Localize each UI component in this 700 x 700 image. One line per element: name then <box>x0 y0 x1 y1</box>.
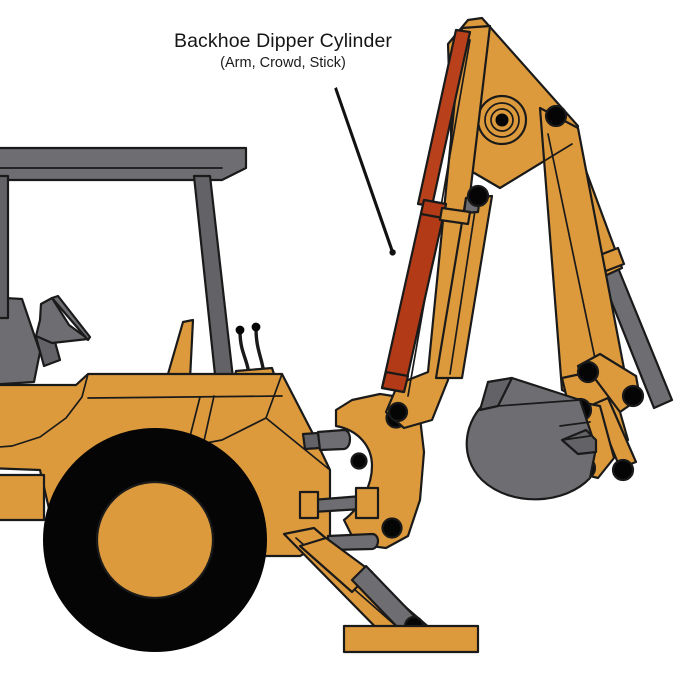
pivot-pin <box>611 458 635 482</box>
pivot-pin <box>387 401 409 423</box>
swing-frame <box>298 392 426 552</box>
rear-tire <box>43 428 267 652</box>
backhoe-bucket <box>465 376 598 501</box>
wheel-hub <box>95 480 215 600</box>
steering-wheel <box>34 294 92 368</box>
lower-frame-rail <box>0 473 46 522</box>
dipper-cylinder <box>380 28 472 394</box>
pivot-pin <box>576 360 600 384</box>
pivot-pin <box>621 384 645 408</box>
pivot-pin <box>350 452 368 470</box>
pivot-pin <box>544 104 568 128</box>
pivot-pin <box>381 517 403 539</box>
stabilizer-pad <box>342 624 480 654</box>
rops-canopy <box>0 146 248 424</box>
stabilizer-leg <box>282 526 480 654</box>
leader-line <box>334 87 396 256</box>
dipper-arm <box>384 24 494 430</box>
pivot-pin <box>466 184 490 208</box>
loader-bucket <box>0 296 42 386</box>
